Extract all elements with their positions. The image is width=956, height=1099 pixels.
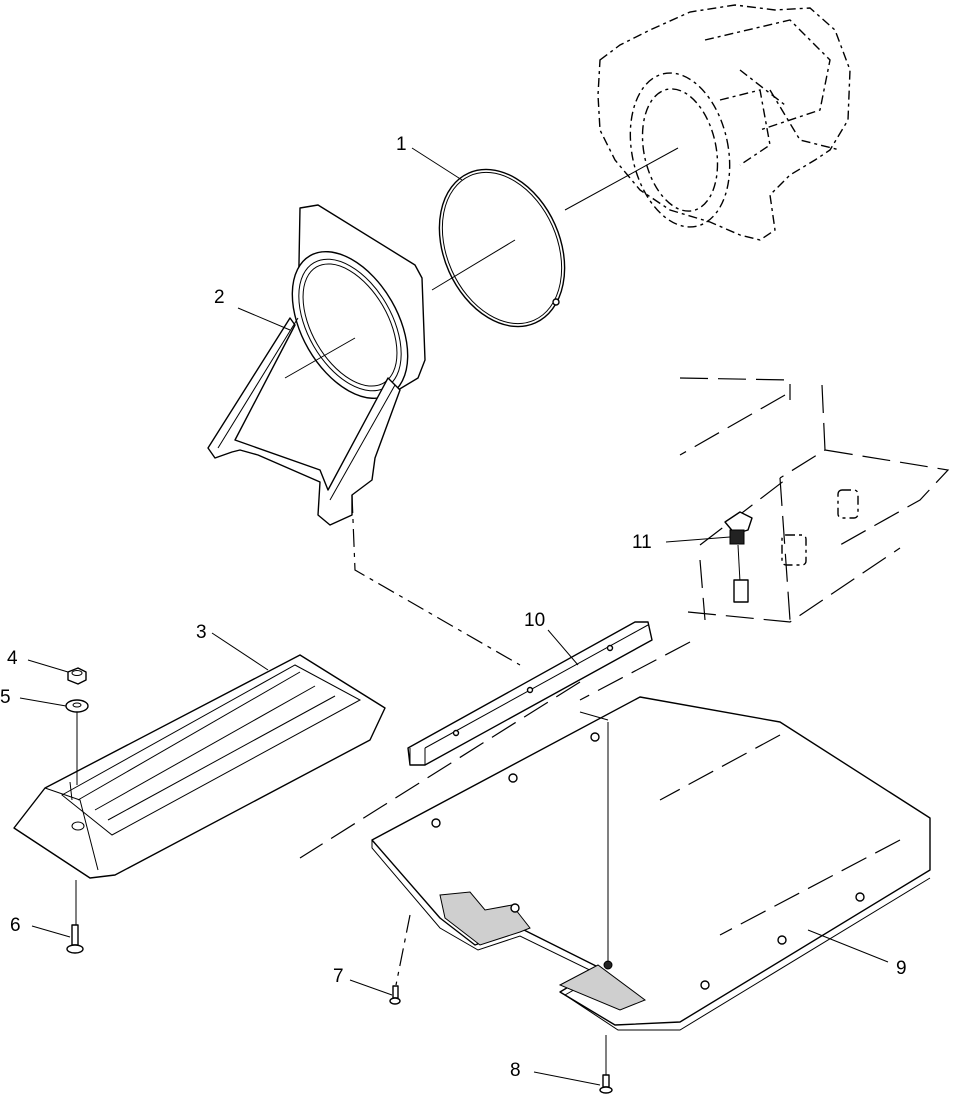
callout-8: 8 <box>510 1060 521 1081</box>
callout-5: 5 <box>0 687 11 708</box>
screw-6 <box>66 924 84 954</box>
washer <box>65 699 89 713</box>
axis-line-engine <box>564 147 679 211</box>
axis-line-duct-adapter <box>284 337 356 379</box>
callout-6: 6 <box>10 915 21 936</box>
cross-rail <box>407 621 653 766</box>
engine-housing-ghost <box>597 4 851 241</box>
nut <box>67 667 87 685</box>
screw-8 <box>599 1074 613 1094</box>
screw-7 <box>389 985 401 1005</box>
footrest <box>13 654 386 879</box>
callout-leaders <box>19 147 889 1086</box>
callout-labels: 1 2 3 4 5 6 7 8 9 10 11 <box>0 134 907 1081</box>
axis-line-skid-plate <box>579 711 609 721</box>
alignment-line-adapter <box>351 494 521 666</box>
alignment-line-rail-right <box>579 641 691 701</box>
callout-7: 7 <box>333 966 344 987</box>
callout-3: 3 <box>196 622 207 643</box>
callout-1: 1 <box>396 134 407 155</box>
duct-adapter <box>207 204 426 526</box>
alignment-line-rail-left <box>299 681 581 859</box>
fastener-axis-7 <box>395 914 411 986</box>
callout-9: 9 <box>896 958 907 979</box>
frame-ghost <box>679 377 950 623</box>
fastener-plug <box>724 511 753 603</box>
skid-plate <box>371 696 931 1031</box>
callout-4: 4 <box>7 648 18 669</box>
axis-line-o-ring <box>431 239 516 291</box>
callout-10: 10 <box>524 610 545 631</box>
callout-11: 11 <box>632 532 652 553</box>
callout-2: 2 <box>214 287 225 308</box>
